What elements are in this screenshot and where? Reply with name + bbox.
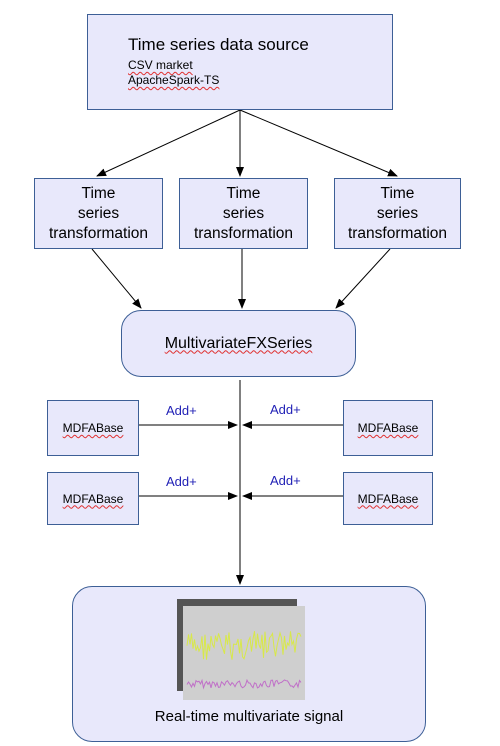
signal-traces: [186, 630, 302, 690]
data-source-title: Time series data source: [128, 35, 309, 54]
add-label-bottom-right: Add+: [270, 473, 301, 488]
transform-box-middle: Time series transformation: [179, 178, 308, 249]
transform-label-middle: Time series transformation: [193, 184, 294, 242]
data-source-line-spark: ApacheSpark-TS: [128, 73, 219, 87]
add-label-top-left: Add+: [166, 403, 197, 418]
transform-label-right: Time series transformation: [347, 184, 448, 242]
signal-trace-lower: [186, 678, 302, 690]
transform-label-left: Time series transformation: [48, 184, 149, 242]
arrow-source-to-transform-right: [239, 109, 398, 177]
signal-caption: Real-time multivariate signal: [154, 708, 344, 725]
mdfa-label-bottom-left: MDFABase: [62, 491, 124, 506]
add-label-bottom-left: Add+: [166, 474, 197, 489]
add-label-top-right: Add+: [270, 402, 301, 417]
signal-thumbnail: [183, 606, 305, 700]
transform-box-left: Time series transformation: [34, 178, 163, 249]
arrow-transform-right-to-multivariate: [335, 248, 391, 309]
mdfa-label-top-right: MDFABase: [357, 421, 419, 435]
multivariate-box: MultivariateFXSeries: [121, 310, 356, 377]
mdfa-box-top-left: MDFABase: [47, 400, 139, 456]
data-source-line-spark-text: ApacheSpark-TS: [128, 73, 220, 87]
arrow-transform-left-to-multivariate: [91, 248, 142, 309]
arrow-source-to-transform-left: [96, 109, 241, 177]
data-source-box: Time series data source CSV market Apach…: [87, 14, 393, 110]
mdfa-box-top-right: MDFABase: [343, 400, 433, 456]
signal-trace-upper: [186, 630, 302, 660]
mdfa-box-bottom-left: MDFABase: [47, 472, 139, 525]
multivariate-label: MultivariateFXSeries: [164, 334, 313, 352]
mdfa-box-bottom-right: MDFABase: [343, 472, 433, 525]
data-source-line-csv-text: CSV market: [128, 58, 193, 72]
mdfa-label-top-left: MDFABase: [62, 421, 124, 435]
mdfa-label-bottom-right: MDFABase: [357, 491, 419, 506]
data-source-line-csv: CSV market: [128, 58, 193, 72]
transform-box-right: Time series transformation: [334, 178, 461, 249]
signal-box: Real-time multivariate signal: [72, 586, 426, 742]
